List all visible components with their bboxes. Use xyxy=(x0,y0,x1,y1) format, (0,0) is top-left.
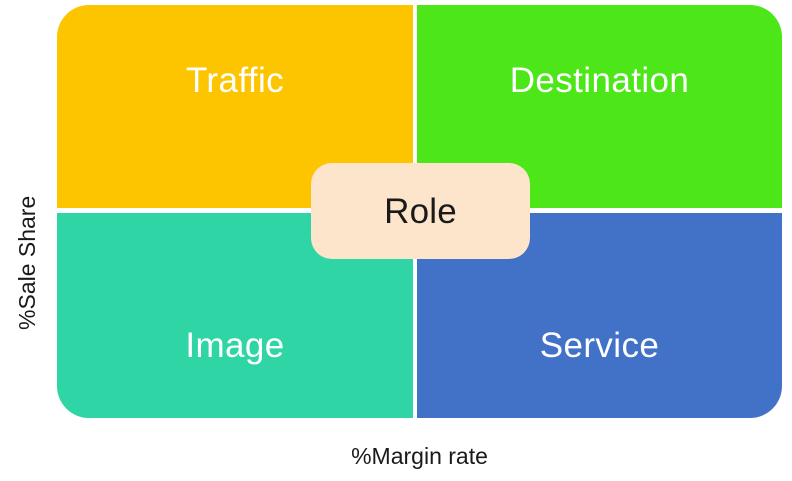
quadrant-image[interactable]: Image xyxy=(57,213,413,418)
quadrant-service-label: Service xyxy=(539,326,660,365)
x-axis-label: %Margin rate xyxy=(351,443,488,469)
center-role-box[interactable]: Role xyxy=(311,163,530,259)
quadrant-traffic-label: Traffic xyxy=(185,61,285,100)
center-role-label: Role xyxy=(384,191,457,231)
quadrant-image-label: Image xyxy=(185,326,285,365)
y-axis-label: %Sale Share xyxy=(14,195,40,330)
quadrant-traffic[interactable]: Traffic xyxy=(57,5,413,208)
quadrant-destination-label: Destination xyxy=(509,61,690,100)
